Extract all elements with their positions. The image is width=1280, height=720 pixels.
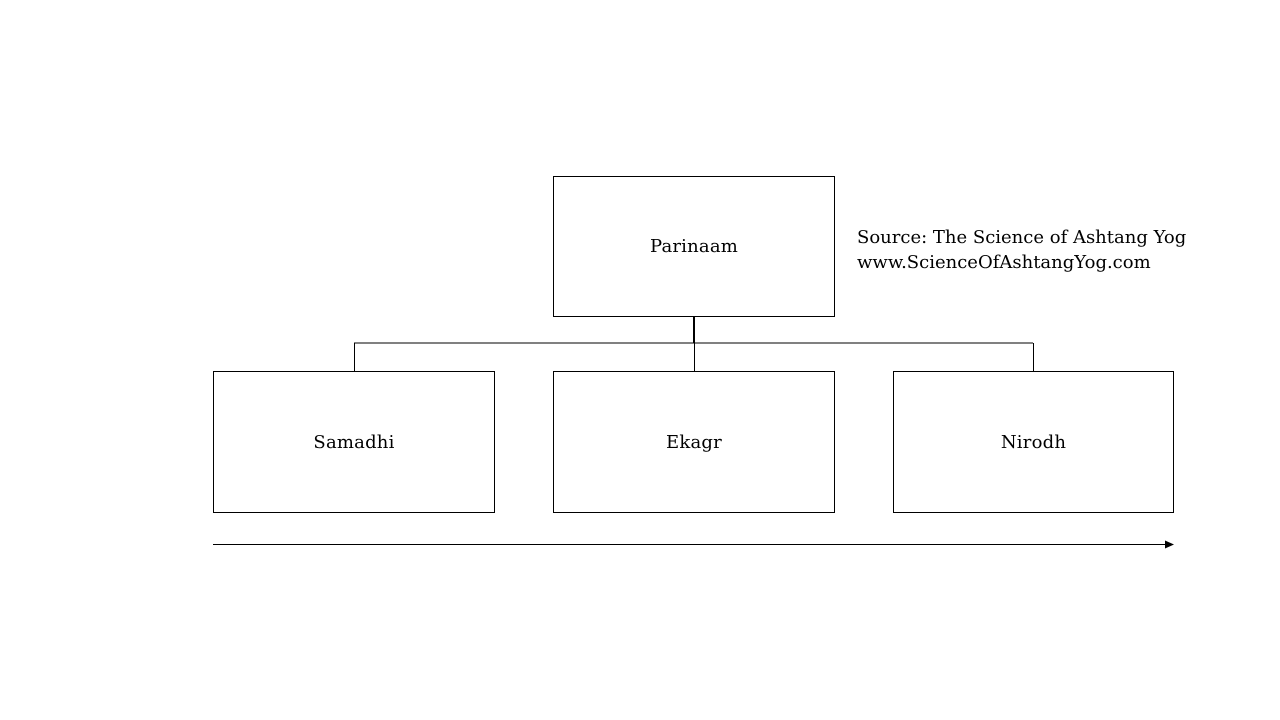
progression-arrow-head [1165,540,1174,549]
node-nirodh-label: Nirodh [1000,431,1067,453]
node-ekagr: Ekagr [553,371,835,513]
node-samadhi: Samadhi [213,371,495,513]
node-parinaam: Parinaam [553,176,835,317]
source-title: Source: The Science of Ashtang Yog [857,227,1187,248]
node-samadhi-label: Samadhi [313,431,395,453]
node-nirodh: Nirodh [893,371,1174,513]
source-url: www.ScienceOfAshtangYog.com [857,252,1151,273]
node-ekagr-label: Ekagr [666,431,722,453]
source-citation: Source: The Science of Ashtang Yog www.S… [857,225,1186,275]
node-parinaam-label: Parinaam [649,236,739,257]
